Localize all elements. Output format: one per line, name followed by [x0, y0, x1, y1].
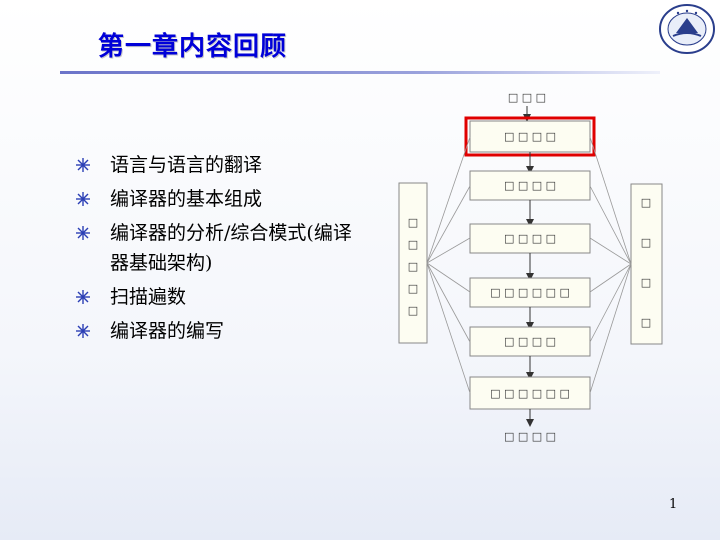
stage-box: □ □ □ □: [469, 326, 591, 357]
bullet-item: 编译器的基本组成: [72, 184, 352, 214]
stage-box: □ □ □ □: [469, 120, 591, 153]
svg-text:□ □ □ □ □ □: □ □ □ □ □ □: [490, 286, 570, 299]
svg-text:□ □ □ □: □ □ □ □: [504, 130, 556, 143]
snowflake-bullet-icon: [76, 158, 90, 172]
svg-text:□: □: [408, 282, 418, 295]
compiler-pipeline-diagram: □ □ □ □ □ □ □ □ □ □ □ □ □ □ □ □ □ □ □ □ …: [398, 91, 663, 443]
stage-box: □ □ □ □ □ □: [469, 277, 591, 308]
svg-text:□: □: [641, 316, 651, 329]
svg-text:□: □: [641, 196, 651, 209]
snowflake-bullet-icon: [76, 192, 90, 206]
bullet-item: 语言与语言的翻译: [72, 150, 352, 180]
svg-text:□: □: [641, 236, 651, 249]
bullet-text: 编译器的基本组成: [110, 188, 263, 210]
snowflake-bullet-icon: [76, 290, 90, 304]
svg-text:□ □ □ □: □ □ □ □: [504, 179, 556, 192]
stage-box: □ □ □ □: [469, 170, 591, 201]
svg-text:□: □: [641, 276, 651, 289]
svg-text:□: □: [408, 238, 418, 251]
svg-text:□ □ □ □ □ □: □ □ □ □ □ □: [490, 387, 570, 400]
page-number: 1: [669, 497, 678, 512]
university-seal-logo: [659, 4, 715, 54]
snowflake-bullet-icon: [76, 226, 90, 240]
slide-title: 第一章内容回顾: [98, 32, 288, 62]
svg-text:□: □: [408, 260, 418, 273]
stage-box: □ □ □ □: [469, 223, 591, 254]
left-connectors: [426, 136, 471, 394]
bullet-item: 编译器的编写: [72, 316, 352, 346]
snowflake-bullet-icon: [76, 324, 90, 338]
svg-text:□: □: [408, 216, 418, 229]
bullet-item: 扫描遍数: [72, 282, 352, 312]
bullet-item: 编译器的分析/综合模式(编译器基础架构): [72, 218, 352, 278]
svg-text:□ □ □ □: □ □ □ □: [504, 335, 556, 348]
right-side-box: □ □ □ □: [630, 183, 663, 345]
stage-box: □ □ □ □ □ □: [469, 376, 591, 410]
bullet-list: 语言与语言的翻译 编译器的基本组成 编译器的分析/综合模式(编译器基础架构) 扫…: [72, 150, 352, 350]
input-label: □ □ □: [508, 91, 546, 104]
svg-text:□: □: [408, 304, 418, 317]
svg-text:□ □ □ □: □ □ □ □: [504, 232, 556, 245]
bullet-text: 编译器的分析/综合模式(编译器基础架构): [110, 222, 352, 274]
right-connectors: [589, 136, 632, 394]
bullet-text: 编译器的编写: [110, 320, 225, 342]
title-divider: [60, 71, 660, 74]
output-label: □ □ □ □: [504, 430, 556, 443]
bullet-text: 扫描遍数: [110, 286, 187, 308]
left-side-box: □ □ □ □ □: [398, 182, 428, 344]
bullet-text: 语言与语言的翻译: [110, 154, 263, 176]
